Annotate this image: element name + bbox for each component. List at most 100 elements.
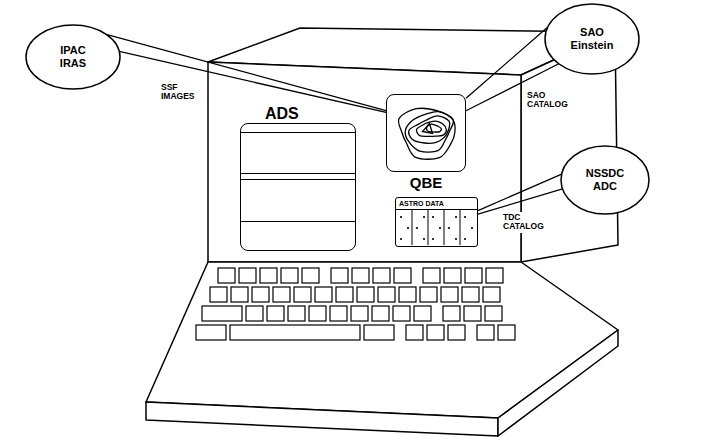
- key: [441, 287, 458, 302]
- key: [231, 287, 248, 302]
- contour-peak: [423, 124, 433, 134]
- key: [448, 325, 465, 340]
- key: [352, 268, 369, 283]
- table-dot: [455, 216, 457, 218]
- table-dot: [423, 216, 425, 218]
- key: [427, 325, 444, 340]
- connector-wedge: [478, 174, 562, 214]
- key: [336, 287, 353, 302]
- panel-rule: [241, 132, 355, 133]
- key: [267, 306, 284, 321]
- table-dot: [448, 227, 450, 229]
- key: [218, 268, 235, 283]
- key: [239, 268, 256, 283]
- table-dot: [407, 227, 409, 229]
- ellipse-shape: [545, 4, 639, 74]
- key: [378, 287, 395, 302]
- key: [302, 268, 319, 283]
- image-frame: [386, 94, 466, 172]
- table-dot: [439, 227, 441, 229]
- table-column: [444, 210, 445, 245]
- key: [406, 325, 423, 340]
- key: [281, 268, 298, 283]
- key: [464, 306, 481, 321]
- node-text: SAO Einstein: [571, 26, 614, 51]
- ellipse-node: SAO Einstein: [544, 3, 640, 75]
- contour-line: [398, 108, 455, 159]
- key: [230, 325, 360, 340]
- panel-rule: [241, 221, 355, 222]
- key: [260, 268, 277, 283]
- key: [273, 287, 290, 302]
- key: [485, 306, 502, 321]
- key: [394, 268, 411, 283]
- key: [309, 306, 326, 321]
- key: [462, 287, 479, 302]
- panel-rule: [241, 179, 355, 180]
- table-dot: [423, 238, 425, 240]
- key: [373, 268, 390, 283]
- table-node: ASTRO DATA: [395, 197, 478, 247]
- contour-image: [387, 95, 464, 170]
- key: [423, 268, 440, 283]
- ellipse-node: IPAC IRAS: [25, 24, 121, 90]
- edge-label: SAO CATALOG: [526, 90, 569, 111]
- node-text: ASTRO DATA: [396, 198, 477, 210]
- key: [288, 306, 305, 321]
- contour-line: [405, 112, 453, 153]
- key: [486, 268, 503, 283]
- ellipse-shape: [561, 146, 649, 214]
- keyboard-front: [146, 402, 498, 436]
- key: [315, 287, 332, 302]
- edge-label: SSF IMAGES: [160, 82, 196, 103]
- node-text: NSSDC ADC: [586, 167, 625, 192]
- key: [196, 325, 226, 340]
- key: [330, 306, 347, 321]
- key: [210, 287, 227, 302]
- table-dot: [455, 238, 457, 240]
- connector-wedge: [106, 34, 386, 112]
- node-text: QBE: [386, 174, 466, 191]
- key: [252, 287, 269, 302]
- key: [477, 325, 494, 340]
- table-dot: [432, 238, 434, 240]
- ellipse-text-box: IPAC IRAS: [25, 24, 121, 90]
- key: [364, 325, 394, 340]
- table-dot: [432, 216, 434, 218]
- key: [202, 306, 242, 321]
- node-text: ADS: [240, 104, 356, 123]
- key: [420, 287, 437, 302]
- table-column: [412, 210, 413, 245]
- ellipse-shape: [26, 25, 120, 89]
- keys: [196, 268, 515, 340]
- panel-node: ADS: [240, 104, 356, 251]
- table-dot: [416, 227, 418, 229]
- table-grid: [396, 210, 476, 245]
- key: [372, 306, 389, 321]
- table-dot: [464, 216, 466, 218]
- key: [393, 306, 410, 321]
- key: [351, 306, 368, 321]
- contour-line: [409, 116, 450, 143]
- key: [483, 287, 500, 302]
- key: [399, 287, 416, 302]
- key: [357, 287, 374, 302]
- table-dot: [471, 227, 473, 229]
- key: [465, 268, 482, 283]
- key: [331, 268, 348, 283]
- key: [444, 268, 461, 283]
- table-column: [460, 210, 461, 245]
- window-panel: [240, 123, 356, 251]
- table-dot: [400, 216, 402, 218]
- key: [246, 306, 263, 321]
- panel-rule: [241, 173, 355, 174]
- key: [414, 306, 431, 321]
- ellipse-node: NSSDC ADC: [560, 145, 650, 215]
- ellipse-text-box: NSSDC ADC: [560, 145, 650, 215]
- key: [498, 325, 515, 340]
- node-text: IPAC IRAS: [60, 44, 86, 69]
- table-column: [428, 210, 429, 245]
- table-dot: [464, 238, 466, 240]
- ellipse-text-box: SAO Einstein: [544, 3, 640, 75]
